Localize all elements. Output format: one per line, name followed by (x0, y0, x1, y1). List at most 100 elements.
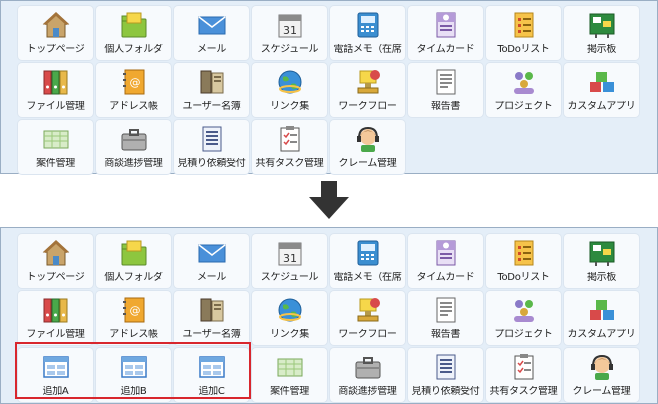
app-tile[interactable]: カスタムアプリ (564, 291, 639, 345)
app-tile-label: トップページ (26, 272, 85, 283)
user-roster-icon (200, 298, 223, 322)
app-tile[interactable]: リンク集 (252, 291, 327, 345)
app-tile[interactable]: カスタムアプリ (564, 63, 639, 117)
down-arrow-icon (309, 181, 349, 219)
address-book-icon: @ (122, 69, 144, 95)
svg-text:31: 31 (283, 252, 297, 265)
app-tile-label: 追加C (198, 386, 225, 397)
binders-icon (43, 70, 67, 95)
app-tile[interactable]: 掲示板 (564, 234, 639, 288)
app-tile-label: カスタムアプリ (567, 101, 636, 112)
app-tile[interactable]: ファイル管理 (18, 291, 93, 345)
app-tile-label: メール (196, 272, 227, 283)
bulletin-board-icon (589, 241, 614, 266)
svg-text:31: 31 (283, 24, 297, 37)
app-tile[interactable]: 電話メモ（在席 (330, 6, 405, 60)
app-tile[interactable]: ToDoリスト (486, 6, 561, 60)
task-icon (514, 354, 533, 380)
app-tile[interactable]: 案件管理 (18, 120, 93, 174)
app-tile[interactable]: 個人フォルダ (96, 6, 171, 60)
case-icon (43, 130, 68, 149)
app-tile-label: ToDoリスト (497, 44, 550, 55)
app-tile[interactable]: クレーム管理 (564, 348, 639, 402)
timecard-icon (436, 240, 455, 266)
binders-icon (43, 298, 67, 323)
app-tile[interactable]: プロジェクト (486, 63, 561, 117)
app-tile[interactable]: 商談進捗管理 (96, 120, 171, 174)
app-tile[interactable]: @ アドレス帳 (96, 291, 171, 345)
app-tile[interactable]: トップページ (18, 6, 93, 60)
app-tile[interactable]: トップページ (18, 234, 93, 288)
phone-memo-icon (357, 12, 378, 38)
app-tile[interactable]: 商談進捗管理 (330, 348, 405, 402)
app-tile-label: 個人フォルダ (104, 272, 163, 283)
app-tile-label: 報告書 (430, 101, 461, 112)
app-tile[interactable]: 個人フォルダ (96, 234, 171, 288)
app-tile[interactable]: 掲示板 (564, 6, 639, 60)
calendar-icon: 31 (278, 242, 301, 266)
app-tile[interactable]: ファイル管理 (18, 63, 93, 117)
app-tile-label: タイムカード (416, 272, 475, 283)
app-tile[interactable]: プロジェクト (486, 291, 561, 345)
app-tile[interactable]: ワークフロー (330, 63, 405, 117)
app-tile-label: 共有タスク管理 (255, 158, 324, 169)
app-tile[interactable]: ユーザー名簿 (174, 291, 249, 345)
todo-icon (514, 12, 533, 38)
app-tile-label: 個人フォルダ (104, 44, 163, 55)
app-tile-label: ワークフロー (338, 329, 397, 340)
app-tile[interactable]: 見積り依頼受付 (408, 348, 483, 402)
app-tile-label: アドレス帳 (109, 329, 158, 340)
report-icon (436, 69, 455, 95)
app-tile[interactable]: タイムカード (408, 234, 483, 288)
app-tile-label: プロジェクト (494, 329, 553, 340)
app-tile-label: メール (196, 44, 227, 55)
user-roster-icon (200, 70, 223, 94)
project-icon (513, 72, 534, 94)
app-tile[interactable]: クレーム管理 (330, 120, 405, 174)
app-tile-label: クレーム管理 (338, 158, 397, 169)
app-tile[interactable]: リンク集 (252, 63, 327, 117)
house-icon (42, 12, 69, 38)
app-tile-label: 見積り依頼受付 (177, 158, 246, 169)
app-tile[interactable]: ToDoリスト (486, 234, 561, 288)
app-tile[interactable]: 追加C (174, 348, 249, 402)
svg-text:@: @ (129, 304, 140, 317)
app-tile-label: カスタムアプリ (567, 329, 636, 340)
app-tile-label: 報告書 (430, 329, 461, 340)
support-operator-icon (356, 126, 379, 152)
house-icon (42, 240, 69, 266)
app-tile-label: 見積り依頼受付 (411, 386, 480, 397)
app-tile-label: 追加A (42, 386, 69, 397)
app-tile[interactable]: 共有タスク管理 (486, 348, 561, 402)
mail-icon (198, 16, 225, 35)
app-tile-label: ファイル管理 (26, 329, 85, 340)
app-tile[interactable]: ユーザー名簿 (174, 63, 249, 117)
app-tile[interactable]: タイムカード (408, 6, 483, 60)
app-tile[interactable]: 報告書 (408, 291, 483, 345)
todo-icon (514, 240, 533, 266)
blocks-icon (589, 300, 614, 320)
app-tile[interactable]: 案件管理 (252, 348, 327, 402)
app-tile[interactable]: 電話メモ（在席 (330, 234, 405, 288)
app-tile[interactable]: メール (174, 234, 249, 288)
app-tile-label: ファイル管理 (26, 101, 85, 112)
folder-icon (121, 240, 146, 266)
app-tile-label: 共有タスク管理 (489, 386, 558, 397)
app-tile[interactable]: 報告書 (408, 63, 483, 117)
app-tile[interactable]: 見積り依頼受付 (174, 120, 249, 174)
app-tile[interactable]: @アドレス帳 (96, 63, 171, 117)
calendar-icon: 31 (278, 14, 301, 38)
app-tile[interactable]: 追加B (96, 348, 171, 402)
app-tile[interactable]: メール (174, 6, 249, 60)
app-tile[interactable]: ワークフロー (330, 291, 405, 345)
address-book-icon: @ (122, 297, 144, 323)
app-tile[interactable]: 追加A (18, 348, 93, 402)
app-tile[interactable]: 共有タスク管理 (252, 120, 327, 174)
app-tile-label: 掲示板 (586, 272, 617, 283)
app-tile-label: リンク集 (270, 329, 309, 340)
